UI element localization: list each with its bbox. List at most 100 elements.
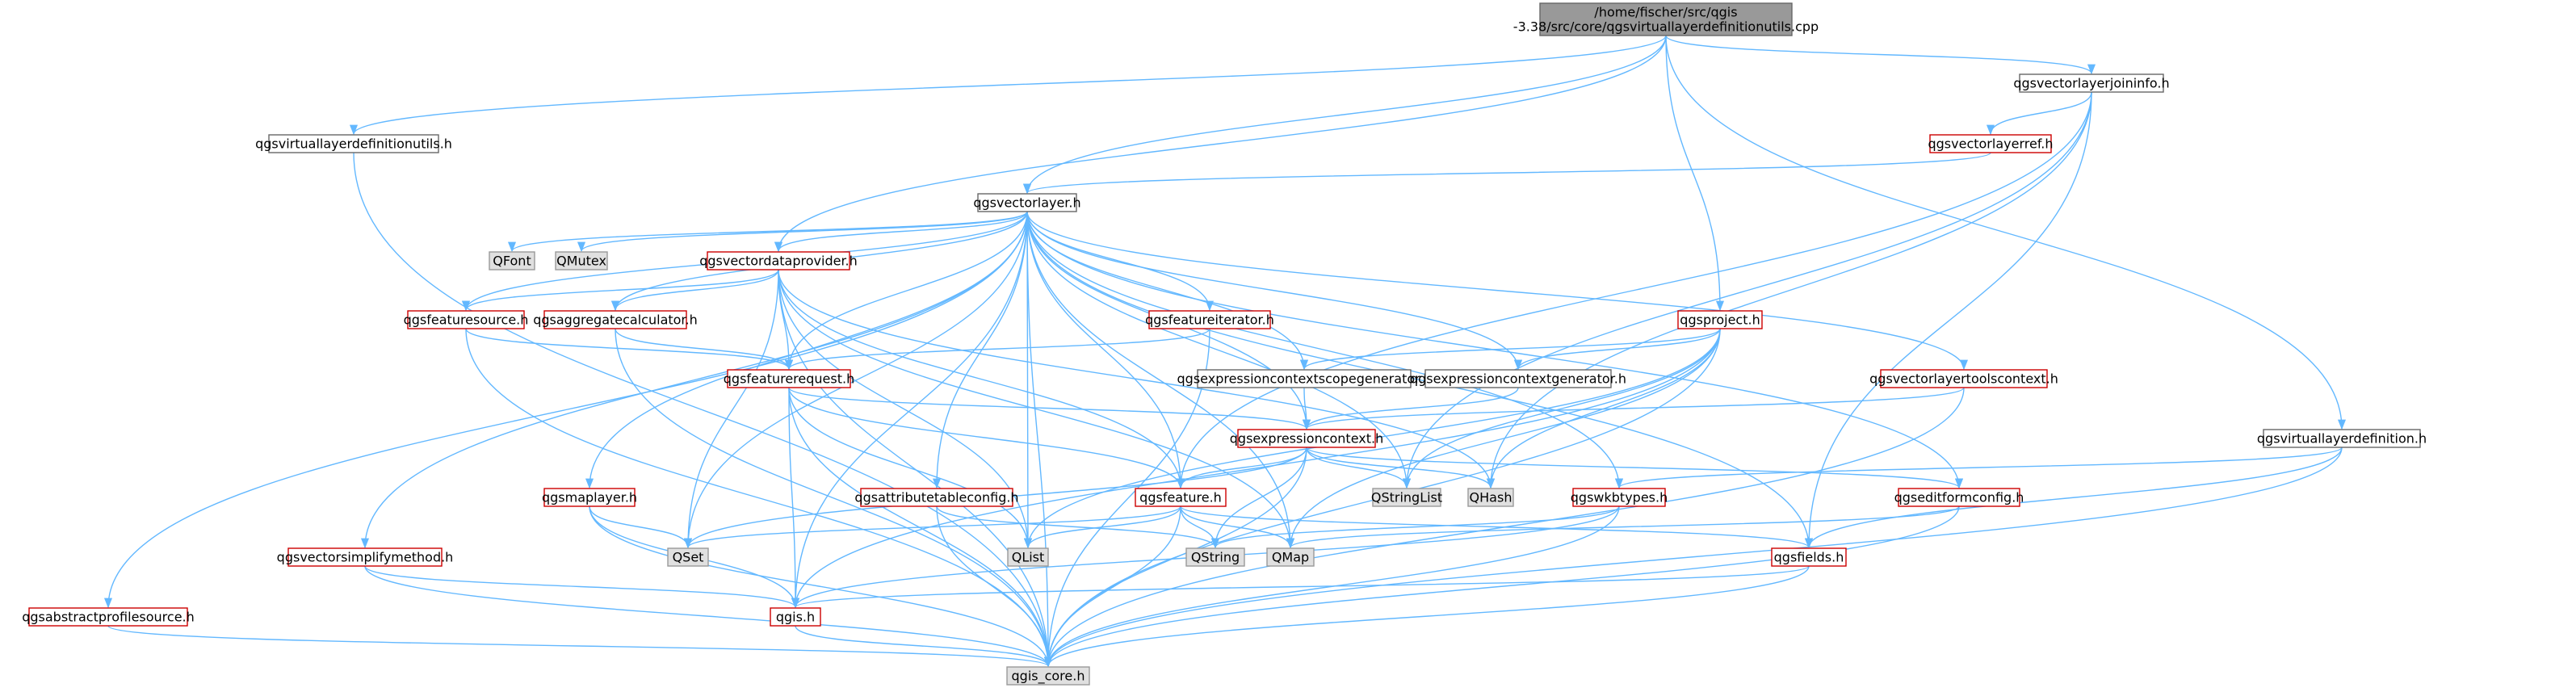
node-maplayer[interactable]: qgsmaplayer.h xyxy=(542,488,637,507)
edge-line xyxy=(784,211,1028,371)
node-label: qgsvectordataprovider.h xyxy=(699,254,858,269)
node-label: qgsexpressioncontextgenerator.h xyxy=(1410,371,1626,387)
node-aggcalc[interactable]: qgsaggregatecalculator.h xyxy=(533,310,698,329)
node-absprofile[interactable]: qgsabstractprofilesource.h xyxy=(22,607,195,627)
edge-line xyxy=(1023,152,1991,195)
node-box xyxy=(268,134,439,153)
edge-project-to-ecgen xyxy=(1514,328,1721,371)
edge-line xyxy=(1665,35,2347,430)
edge-line xyxy=(785,328,1210,371)
edge-root-to-joininfo xyxy=(1665,35,2096,75)
node-box xyxy=(860,488,1013,507)
edge-line xyxy=(364,565,799,609)
edge-line xyxy=(1987,91,2092,136)
node-vlref[interactable]: qgsvectorlayerref.h xyxy=(1928,134,2054,153)
edge-line xyxy=(774,35,1667,253)
edge-joininfo-to-feature xyxy=(1177,91,2092,489)
edge-line xyxy=(465,328,1053,668)
edge-line xyxy=(350,35,1667,136)
edge-line xyxy=(1026,211,1185,489)
edge-fsource-to-freq xyxy=(465,328,793,371)
node-ecscopegen[interactable]: qgsexpressioncontextscopegenerator.h xyxy=(1177,369,1432,388)
node-vdp[interactable]: qgsvectordataprovider.h xyxy=(699,251,858,271)
node-label: -3.38/src/core/qgsvirtuallayerdefinition… xyxy=(1513,19,1819,35)
node-qmutex: QMutex xyxy=(555,251,608,271)
node-label: qgsvectorlayerref.h xyxy=(1928,136,2053,152)
node-freq[interactable]: qgsfeaturerequest.h xyxy=(724,369,854,388)
node-vldef[interactable]: qgsvirtuallayerdefinition.h xyxy=(2257,429,2427,448)
node-box xyxy=(1148,310,1271,329)
edge-vdp-to-aggcalc xyxy=(611,269,779,312)
edge-editform-to-qmap xyxy=(1286,505,1960,549)
edge-line xyxy=(589,505,1052,668)
edge-vlayer-to-ecgen xyxy=(1026,211,1522,371)
node-qmap: QMap xyxy=(1266,547,1315,567)
node-wkbtypes[interactable]: qgswkbtypes.h xyxy=(1571,488,1668,507)
edge-line xyxy=(107,625,1052,668)
edge-econtext-to-editform xyxy=(1306,447,1963,489)
edge-econtext-to-qstring xyxy=(1210,447,1307,549)
node-econtext[interactable]: qgsexpressioncontext.h xyxy=(1230,429,1383,448)
edge-vlayer-to-absprofile xyxy=(104,211,1028,609)
edge-ecgen-to-econtext xyxy=(1303,387,1519,430)
edge-line xyxy=(361,211,1028,549)
edge-line xyxy=(778,269,1053,668)
node-vlayer[interactable]: qgsvectorlayer.h xyxy=(973,193,1081,212)
node-label: qgsfeature.h xyxy=(1139,490,1222,505)
node-simplify[interactable]: qgsvectorsimplifymethod.h xyxy=(277,547,454,567)
edge-qgis-to-qgiscore xyxy=(795,625,1052,668)
edge-vlayer-to-vltools xyxy=(1026,211,1968,371)
node-feature[interactable]: qgsfeature.h xyxy=(1135,488,1227,507)
edge-line xyxy=(1026,211,1295,549)
edge-vlayer-to-qset xyxy=(683,211,1028,549)
edge-vlayer-to-qmutex xyxy=(577,211,1028,253)
node-qgis[interactable]: qgis.h xyxy=(770,607,821,627)
edge-feature-to-qset xyxy=(684,505,1181,549)
edge-line xyxy=(1044,447,2343,668)
edge-line xyxy=(1286,328,1721,549)
node-vltools[interactable]: qgsvectorlayertoolscontext.h xyxy=(1869,369,2058,388)
node-qgiscore: qgis_core.h xyxy=(1006,666,1090,686)
node-label: qgsvirtuallayerdefinitionutils.h xyxy=(255,136,452,152)
node-box xyxy=(1237,429,1376,448)
node-box xyxy=(1677,310,1763,329)
edge-maplayer-to-qset xyxy=(589,505,692,549)
edge-project-to-ecscopegen xyxy=(1300,328,1721,371)
node-project[interactable]: qgsproject.h xyxy=(1677,310,1763,329)
edge-vlayer-to-freq xyxy=(784,211,1028,371)
edge-attrtable-to-qstring xyxy=(936,505,1219,549)
node-vldutils[interactable]: qgsvirtuallayerdefinitionutils.h xyxy=(255,134,452,153)
edge-vlayer-to-qfont xyxy=(508,211,1028,253)
node-box xyxy=(489,251,535,271)
edge-line xyxy=(1211,505,1620,549)
node-joininfo[interactable]: qgsvectorlayerjoininfo.h xyxy=(2013,73,2170,93)
node-editform[interactable]: qgseditformconfig.h xyxy=(1894,488,2024,507)
edge-vdp-to-feature xyxy=(778,269,1185,489)
node-box xyxy=(1185,547,1245,567)
edge-vltools-to-econtext xyxy=(1303,387,1965,430)
node-label: QList xyxy=(1012,550,1045,565)
node-box xyxy=(1007,547,1049,567)
edge-line xyxy=(774,211,1028,253)
node-fiter[interactable]: qgsfeatureiterator.h xyxy=(1145,310,1274,329)
edge-fiter-to-qgiscore xyxy=(1043,328,1210,668)
node-box xyxy=(1898,488,2020,507)
node-fsource[interactable]: qgsfeaturesource.h xyxy=(404,310,529,329)
edge-econtext-to-qhash xyxy=(1306,447,1495,489)
node-label: qgsvectorlayerjoininfo.h xyxy=(2013,76,2169,91)
node-ecgen[interactable]: qgsexpressioncontextgenerator.h xyxy=(1410,369,1626,388)
node-box xyxy=(977,193,1077,212)
node-label: QHash xyxy=(1470,490,1512,505)
edge-line xyxy=(1026,211,1813,549)
node-fields[interactable]: qgsfields.h xyxy=(1771,547,1847,567)
edge-line xyxy=(1303,387,1519,430)
node-attrtable[interactable]: qgsattributetableconfig.h xyxy=(854,488,1019,507)
edge-line xyxy=(1302,387,1311,430)
node-label: QMutex xyxy=(556,254,606,269)
node-box xyxy=(770,607,821,627)
edge-line xyxy=(1486,328,1721,489)
node-label: qgis_core.h xyxy=(1012,669,1085,685)
node-box xyxy=(2019,73,2164,93)
edge-vdp-to-qhash xyxy=(778,269,1495,489)
